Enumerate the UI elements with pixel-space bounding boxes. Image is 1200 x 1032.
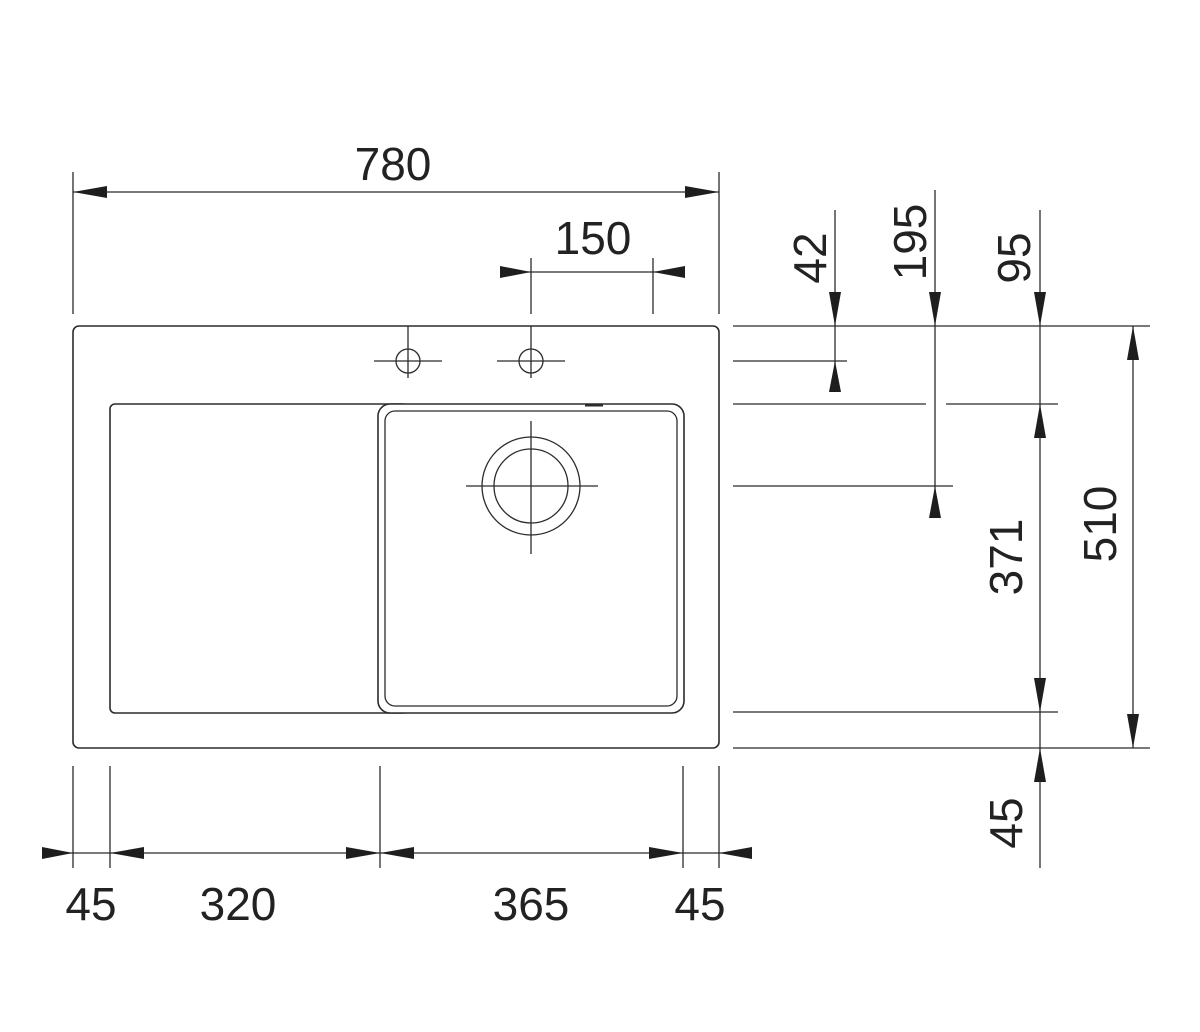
dimension-overall-width <box>72 172 720 314</box>
bowl-outer-edge <box>377 403 685 714</box>
dim-drain-offset: 195 <box>884 204 936 281</box>
dim-drainer-width: 320 <box>200 878 277 930</box>
dim-bowl-offset-bottom: 45 <box>980 797 1032 848</box>
drainer-area <box>109 403 409 714</box>
dim-right-margin: 45 <box>674 878 725 930</box>
tap-hole-right <box>497 326 565 378</box>
dimension-bottom-chain <box>42 766 752 868</box>
dim-left-margin: 45 <box>65 878 116 930</box>
bowl-inner-edge <box>384 410 678 707</box>
sink-outline <box>72 325 720 749</box>
extension-lines-right <box>733 325 1150 749</box>
dimension-tap-spacing <box>500 258 685 314</box>
dimension-overall-depth <box>1127 326 1139 748</box>
tap-hole-left <box>374 326 442 378</box>
dim-bowl-offset-top: 95 <box>988 232 1040 283</box>
dim-overall-depth: 510 <box>1074 486 1126 563</box>
dim-tap-offset: 42 <box>784 232 836 283</box>
drain-outlet <box>466 421 598 554</box>
dim-tap-spacing: 150 <box>555 212 632 264</box>
dimension-tap-offset <box>829 210 841 392</box>
dimension-drain-offset <box>929 190 941 518</box>
dim-overall-width: 780 <box>355 138 432 190</box>
dim-bowl-depth: 371 <box>980 519 1032 596</box>
dim-bowl-width: 365 <box>493 878 570 930</box>
dimension-bowl-offsets <box>1034 210 1046 868</box>
